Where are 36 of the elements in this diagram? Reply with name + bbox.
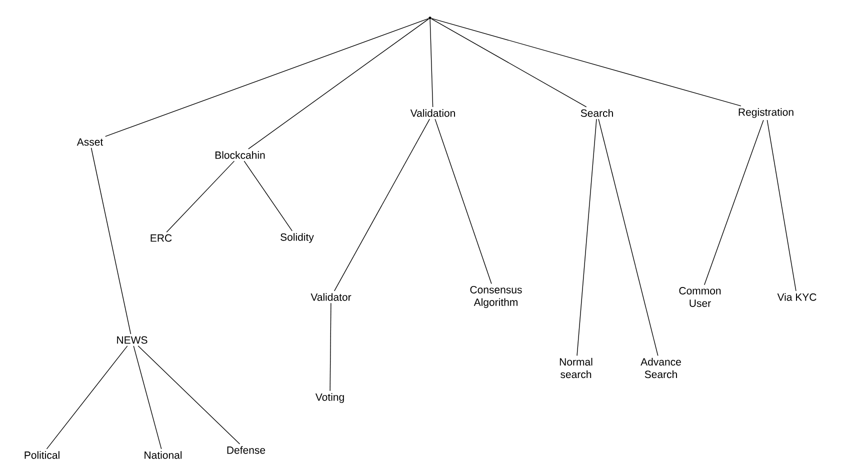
- tree-line: [334, 118, 430, 292]
- tree-label: Asset: [76, 138, 104, 146]
- tree-line: [104, 18, 429, 137]
- tree-line: [430, 19, 434, 108]
- tree-line: [138, 346, 240, 444]
- tree-label: Registration: [738, 108, 794, 118]
- tree-label: ERC: [150, 234, 172, 242]
- tree-label: Defense: [227, 446, 266, 454]
- tree-line: [244, 160, 292, 232]
- tree-line: [431, 18, 742, 106]
- tree-label: Political: [24, 451, 60, 459]
- tree-label: Solidity: [280, 233, 314, 243]
- tree-line: [434, 118, 492, 284]
- tree-label: Search: [580, 109, 613, 117]
- tree-label: Via KYC: [777, 293, 816, 301]
- tree-label: Validation: [410, 109, 455, 117]
- tree-line: [598, 118, 658, 356]
- tree-line: [704, 120, 764, 286]
- tree-label: Blockcahin: [215, 151, 265, 159]
- tree-line: [248, 18, 430, 150]
- tree-line: [46, 346, 128, 450]
- tree-line: [133, 346, 162, 450]
- tree-label: Common User: [679, 287, 721, 307]
- tree-line: [766, 120, 796, 292]
- tree-line: [431, 18, 587, 108]
- tree-label: Consensus Algorithm: [470, 286, 522, 308]
- tree-line: [166, 160, 235, 232]
- tree-label: Advance Search: [640, 358, 681, 378]
- tree-label: Normal search: [560, 358, 592, 378]
- tree-label: Voting: [315, 393, 344, 403]
- tree-label: Validator: [310, 293, 352, 301]
- tree-label: National: [144, 451, 182, 459]
- tree-line: [90, 148, 132, 334]
- tree-line: [330, 302, 332, 392]
- tree-label: NEWS: [117, 336, 148, 344]
- tree-line: [576, 118, 597, 356]
